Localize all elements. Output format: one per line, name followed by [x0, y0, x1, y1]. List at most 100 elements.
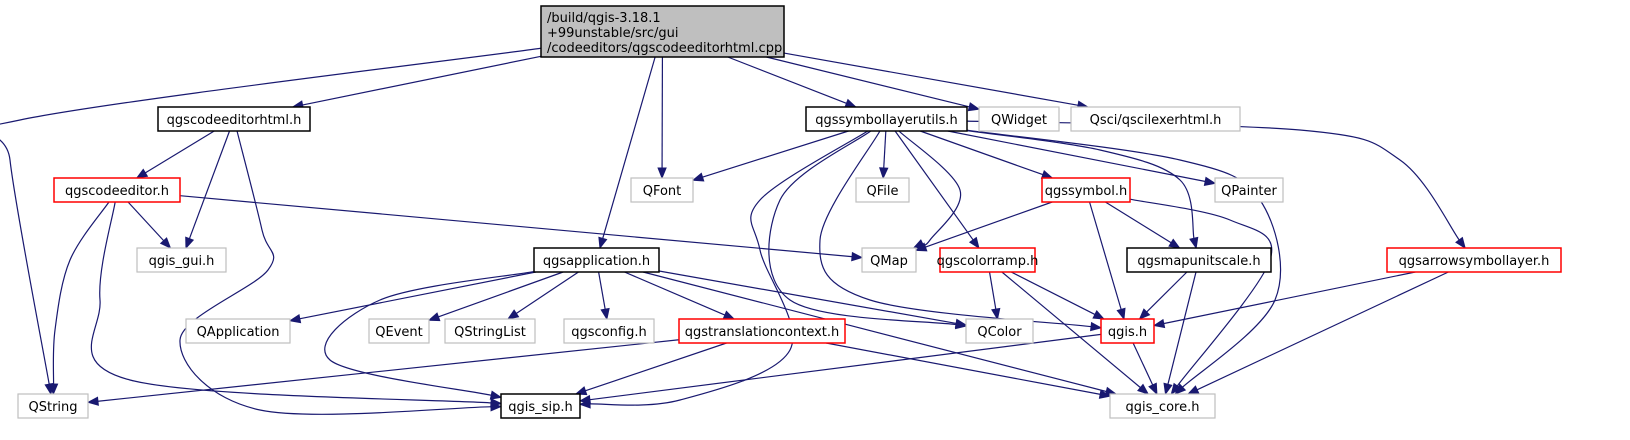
- node-qpainter: QPainter: [1214, 177, 1284, 203]
- node-qgstranslationcontext-h[interactable]: qgstranslationcontext.h: [678, 318, 846, 344]
- node-qgscodeeditorhtml-h[interactable]: qgscodeeditorhtml.h: [157, 106, 311, 132]
- edge-qgssymbol-h-to-qgis-h-arrowhead: [1116, 307, 1126, 321]
- edge-root-to-qwidget-arrowhead: [967, 102, 981, 112]
- node-qgscolorramp-h-label: qgscolorramp.h: [937, 254, 1039, 269]
- edge-qgssymbol-h-to-qgis-h-line: [1088, 201, 1123, 311]
- edge-qgscolorramp-h-to-qgis-h-line: [1010, 271, 1097, 316]
- edge-qgsapplication-h-to-qgsconfig-h-line: [598, 271, 606, 311]
- edge-qgssymbollayerutils-h-to-qgsmapunitscale-h-arrowhead: [1189, 236, 1199, 250]
- node-qgscolorramp-h[interactable]: qgscolorramp.h: [937, 247, 1039, 273]
- edge-qgscodeeditorhtml-h-to-qgscodeeditor-h-line: [144, 130, 215, 174]
- node-qgstranslationcontext-h-label: qgstranslationcontext.h: [685, 325, 840, 340]
- edge-root-to-qgsapplication-h: [598, 56, 656, 250]
- edge-qgscolorramp-h-to-qcolor-arrowhead: [991, 307, 1001, 321]
- edge-root-to-qwidget-line: [766, 56, 971, 108]
- node-qgis-h[interactable]: qgis.h: [1100, 318, 1155, 344]
- edge-qgsapplication-h-to-qgis-core-h-line: [642, 271, 1108, 393]
- edge-qgsapplication-h-to-qcolor-arrowhead: [954, 318, 968, 328]
- node-qfont-label: QFont: [643, 184, 682, 199]
- edge-root-to-qscilexerhtml-line: [783, 52, 1080, 107]
- edge-qgscolorramp-h-to-qgis-core-h: [1001, 271, 1150, 395]
- node-qfont-box: [630, 177, 694, 203]
- edge-qgssymbol-h-to-qmap: [914, 201, 1053, 252]
- edge-qgssymbol-h-to-qgis-core-h-arrowhead: [1170, 382, 1182, 396]
- node-qfile: QFile: [855, 177, 910, 203]
- node-qgssymbollayerutils-h[interactable]: qgssymbollayerutils.h: [805, 106, 968, 132]
- edge-qgssymbollayerutils-h-to-qgssymbol-h-line: [920, 130, 1045, 176]
- edge-qgstranslationcontext-h-to-qstring-arrowhead: [86, 396, 99, 406]
- node-qgstranslationcontext-h-box: [678, 318, 846, 344]
- node-qmap: QMap: [861, 247, 917, 273]
- edge-qgscodeeditor-h-to-qmap-line: [179, 195, 854, 258]
- edge-qgsarrowsymbollayer-h-to-qgis-h: [1152, 271, 1416, 329]
- edge-qgstranslationcontext-h-to-qstring-line: [96, 339, 680, 402]
- edge-qgscodeeditorhtml-h-to-qgis-gui-h-arrowhead: [185, 236, 195, 250]
- node-qwidget: QWidget: [978, 106, 1060, 132]
- edge-qgis-h-to-qgis-core-h-arrowhead: [1148, 382, 1158, 396]
- node-qgssymbol-h[interactable]: qgssymbol.h: [1041, 177, 1131, 203]
- node-qgis-gui-h-label: qgis_gui.h: [149, 254, 215, 269]
- node-qcolor-box: [965, 318, 1034, 344]
- edge-qgsapplication-h-to-qgis-sip-h-line: [324, 270, 535, 397]
- node-qgis-sip-h[interactable]: qgis_sip.h: [500, 393, 581, 419]
- edge-qgscodeeditor-h-to-qgis-gui-h-line: [127, 201, 165, 242]
- edge-qgssymbollayerutils-h-to-qfile-line: [883, 130, 887, 170]
- edge-qgis-h-to-qgis-core-h-line: [1132, 342, 1154, 387]
- node-qstringlist-label: QStringList: [454, 325, 526, 340]
- edge-qgssymbollayerutils-h-to-qpainter: [947, 130, 1217, 186]
- node-qgsconfig-h: qgsconfig.h: [563, 318, 655, 344]
- edges-layer: [0, 47, 1466, 415]
- edge-qgssymbol-h-to-qmap-arrowhead: [914, 242, 928, 252]
- edge-qgsmapunitscale-h-to-qgis-core-h: [1163, 271, 1197, 396]
- edge-qgsapplication-h-to-qcolor-line: [658, 270, 958, 325]
- edge-qgsapplication-h-to-qevent-arrowhead: [427, 312, 441, 322]
- edge-qgsapplication-h-to-qgstranslationcontext-h: [624, 271, 736, 320]
- edge-qgscodeeditorhtml-h-to-qgis-gui-h-line: [188, 130, 231, 240]
- edge-qgsarrowsymbollayer-h-to-qgis-h-arrowhead: [1152, 318, 1166, 329]
- node-qgsapplication-h-label: qgsapplication.h: [543, 254, 650, 269]
- node-qmap-label: QMap: [870, 254, 908, 269]
- edge-qgsapplication-h-to-qgis-sip-h-arrowhead: [489, 390, 503, 400]
- edge-root-to-qfont: [657, 56, 667, 180]
- edge-qgscolorramp-h-to-qcolor-line: [988, 271, 997, 311]
- edge-qgsapplication-h-to-qstringlist-arrowhead: [506, 309, 520, 320]
- edge-qgis-h-to-qgis-core-h: [1132, 342, 1158, 396]
- edge-qgsarrowsymbollayer-h-to-qgis-core-h: [1186, 271, 1449, 395]
- edge-qgsapplication-h-to-qgstranslationcontext-h-line: [624, 271, 726, 317]
- node-qgsarrowsymbollayer-h-box: [1386, 247, 1562, 273]
- node-qcolor-label: QColor: [977, 325, 1022, 340]
- node-qgis-h-label: qgis.h: [1108, 325, 1147, 340]
- edge-qgsapplication-h-to-qevent: [427, 271, 564, 322]
- edge-root-to-qfont-arrowhead: [657, 167, 667, 180]
- edge-qgstranslationcontext-h-to-qgis-core-h-line: [825, 342, 1102, 396]
- node-qgscodeeditor-h-label: qgscodeeditor.h: [65, 184, 169, 199]
- node-qgscodeeditor-h[interactable]: qgscodeeditor.h: [53, 177, 181, 203]
- edge-qgscolorramp-h-to-qgis-h: [1010, 271, 1106, 320]
- node-qgis-sip-h-box: [500, 393, 581, 419]
- edge-qgis-h-to-qgis-sip-h: [578, 333, 1102, 405]
- node-qfont: QFont: [630, 177, 694, 203]
- node-qgscodeeditor-h-box: [53, 177, 181, 203]
- node-qgsmapunitscale-h-box: [1126, 247, 1272, 273]
- edge-qgssymbollayerutils-h-to-qgscolorramp-h: [894, 130, 980, 250]
- node-root-label: /codeeditors/qgscodeeditorhtml.cpp: [547, 41, 782, 56]
- edge-qgsapplication-h-to-qcolor: [658, 270, 968, 328]
- edge-qgscodeeditor-h-to-qstring-arrowhead: [48, 383, 59, 396]
- node-qpainter-label: QPainter: [1221, 184, 1277, 199]
- node-root-box: [540, 5, 785, 58]
- edge-qgsapplication-h-to-qstringlist: [506, 271, 579, 320]
- node-qgsarrowsymbollayer-h[interactable]: qgsarrowsymbollayer.h: [1386, 247, 1562, 273]
- node-qgsapplication-h[interactable]: qgsapplication.h: [533, 247, 660, 273]
- node-qstring-label: QString: [28, 400, 77, 415]
- edge-qgssymbollayerutils-h-to-qcolor-line: [768, 130, 958, 326]
- edge-qgstranslationcontext-h-to-qgis-sip-h: [574, 342, 727, 396]
- edge-qgis-h-to-qgis-sip-h-arrowhead: [578, 394, 592, 405]
- edge-root-to-qscilexerhtml: [783, 52, 1090, 110]
- node-qapplication-label: QApplication: [197, 325, 280, 340]
- edge-qgscodeeditor-h-to-qgis-gui-h: [127, 201, 172, 249]
- edge-root-to-qgssymbollayerutils-h-arrowhead: [844, 98, 858, 108]
- node-root[interactable]: /build/qgis-3.18.1+99unstable/src/gui/co…: [540, 5, 785, 58]
- node-qgscodeeditorhtml-h-box: [157, 106, 311, 132]
- node-qgsmapunitscale-h[interactable]: qgsmapunitscale.h: [1126, 247, 1272, 273]
- node-qgscolorramp-h-box: [939, 247, 1036, 273]
